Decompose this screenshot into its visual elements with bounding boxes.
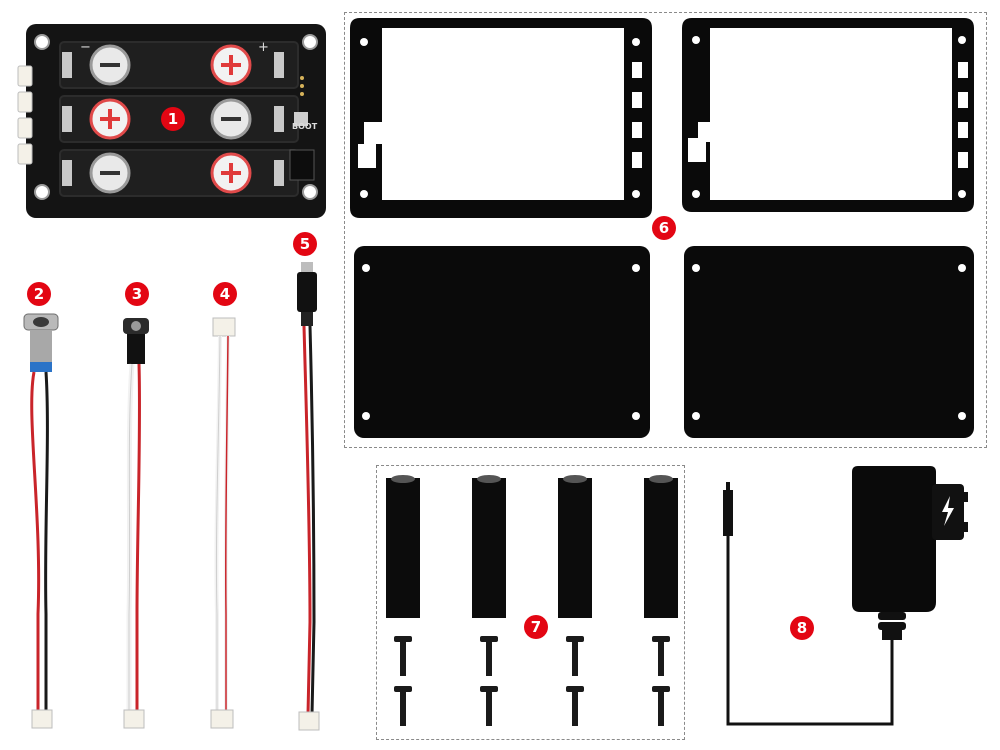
standoffs-group-frame <box>376 465 685 740</box>
item-number-badge: 4 <box>213 282 237 306</box>
item-number-badge: 8 <box>790 616 814 640</box>
panels-group-frame <box>344 12 987 448</box>
board-plus-sign: + <box>258 40 269 55</box>
power-switch-cable-icon <box>23 313 59 729</box>
acrylic-panels-icon <box>350 18 974 438</box>
board-minus-sign: − <box>80 40 91 55</box>
dc-jack-cable-icon <box>123 318 149 729</box>
standoff-screws-icon <box>386 475 678 726</box>
connector-cable-icon <box>210 317 236 729</box>
item-number-badge: 6 <box>652 216 676 240</box>
item-number-badge: 5 <box>293 232 317 256</box>
boot-label: BOOT <box>292 122 318 131</box>
item-number-badge: 2 <box>27 282 51 306</box>
item-number-badge: 7 <box>524 615 548 639</box>
item-number-badge: 1 <box>161 107 185 131</box>
usb-cable-icon <box>297 262 320 731</box>
item-number-badge: 3 <box>125 282 149 306</box>
power-adapter-icon <box>723 466 968 726</box>
